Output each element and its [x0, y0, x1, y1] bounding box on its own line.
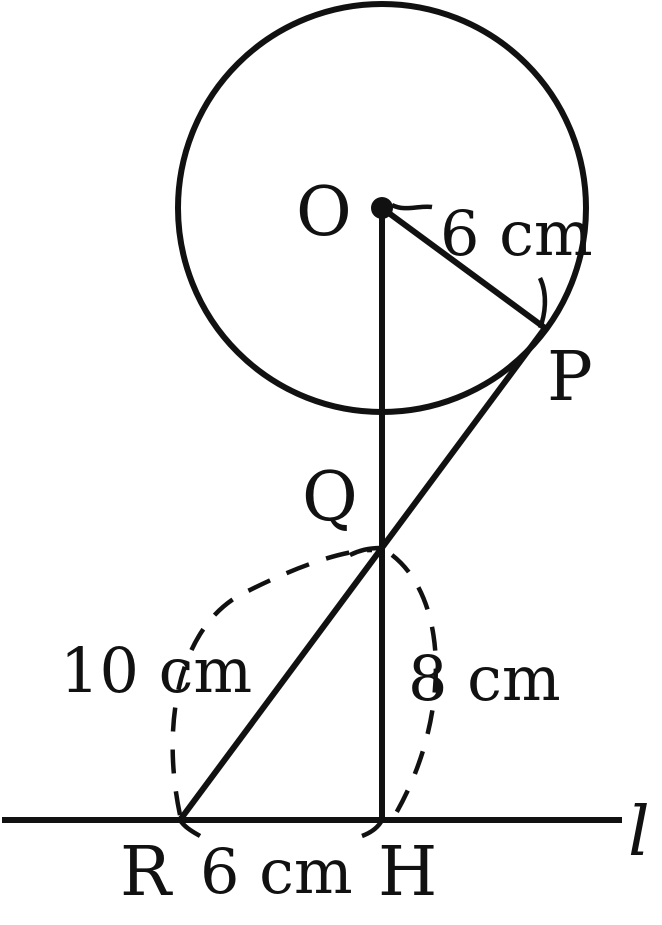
label-op-length: 6 cm	[440, 197, 593, 270]
label-qh-length: 8 cm	[408, 642, 561, 715]
label-p: P	[547, 338, 593, 417]
label-h: H	[378, 833, 437, 912]
dashed-arc-rq	[170, 547, 373, 816]
label-r: R	[120, 833, 173, 912]
brace-op-top	[390, 202, 433, 211]
brace-rh-right	[361, 818, 385, 839]
label-o: O	[296, 173, 352, 252]
label-rh-length: 6 cm	[200, 835, 353, 908]
brace-rh-left	[178, 818, 202, 838]
label-q: Q	[302, 458, 358, 537]
segment-pr	[177, 326, 548, 822]
label-line-l: l	[628, 793, 650, 872]
label-rq-length: 10 cm	[60, 634, 252, 707]
segment-op	[380, 205, 547, 331]
brace-op-bottom	[537, 277, 548, 329]
brace-q-left	[348, 545, 381, 558]
